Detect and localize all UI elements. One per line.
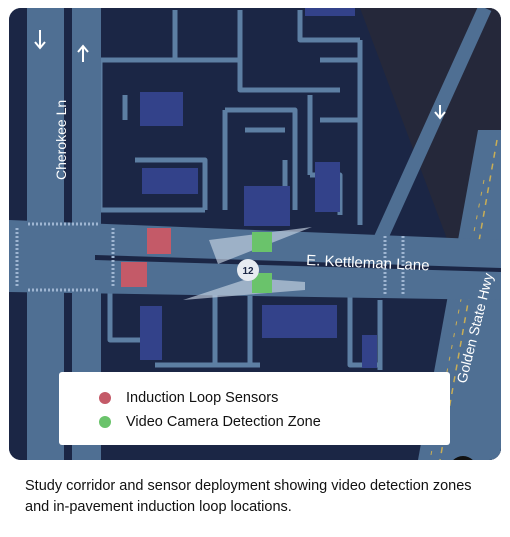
- figure-caption: Study corridor and sensor deployment sho…: [25, 478, 472, 515]
- road-label-kettleman: E. Kettleman Lane: [306, 252, 430, 274]
- map[interactable]: 12 Cherokee Ln E. Kettleman Lane Golden …: [9, 8, 501, 460]
- route-shield-number: 12: [242, 266, 254, 277]
- induction-loop-west: [147, 228, 171, 254]
- induction-loop-east: [121, 262, 147, 287]
- induction-loop-swatch: [99, 392, 111, 404]
- video-zone-swatch: [99, 416, 111, 428]
- buildings: [140, 8, 377, 368]
- legend-item-induction-loop: Induction Loop Sensors: [99, 390, 278, 406]
- video-zone-west: [252, 232, 272, 252]
- crosswalks: [15, 222, 405, 296]
- legend-label-video-zone: Video Camera Detection Zone: [126, 414, 321, 430]
- video-zone-east: [252, 273, 272, 293]
- map-legend: Induction Loop Sensors Video Camera Dete…: [59, 372, 450, 445]
- road-label-cherokee: Cherokee Ln: [53, 100, 69, 180]
- route-shield: [237, 259, 259, 281]
- diagonal-avenue: [373, 8, 492, 243]
- legend-label-induction-loop: Induction Loop Sensors: [126, 390, 279, 406]
- camera-view-east: [183, 278, 305, 300]
- legend-item-video-zone: Video Camera Detection Zone: [99, 414, 321, 430]
